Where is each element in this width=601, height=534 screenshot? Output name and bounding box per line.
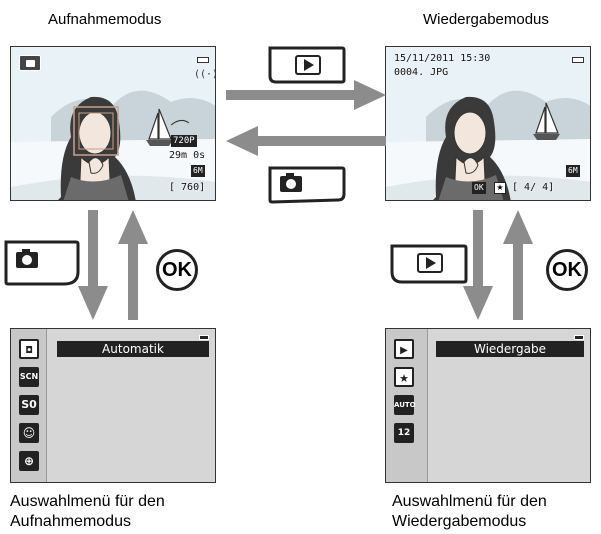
playback-button[interactable] [266, 44, 346, 86]
camera-mode-icon [19, 55, 41, 71]
frame-counter-value: 4/ 4] [524, 182, 555, 193]
shooting-mode-menu: ◘ SCN S0 ☺ ⊕ Automatik [10, 328, 216, 483]
auto-sort-icon[interactable]: AUTO [394, 395, 416, 415]
battery-icon [199, 335, 209, 340]
ok-button[interactable]: OK [546, 249, 588, 291]
movie-resolution: 720 [173, 136, 190, 146]
favorite-pictures-icon[interactable]: ★ [394, 367, 414, 387]
battery-icon [197, 57, 209, 63]
playback-icon[interactable]: ▶ [394, 339, 414, 359]
shooting-button[interactable] [266, 164, 346, 208]
playback-caption-line1: Auswahlmenü für den [392, 493, 547, 510]
playback-caption-line2: Wiedergabemodus [392, 513, 527, 530]
ok-button[interactable]: OK [156, 249, 198, 291]
frame-counter: [ 4/ 4] [512, 182, 555, 193]
shooting-caption-line2: Aufnahmemodus [10, 513, 131, 530]
playback-datetime: 15/11/2011 15:30 [394, 53, 491, 64]
special-effects-icon[interactable]: S0 [19, 395, 39, 415]
shooting-menu-button[interactable] [2, 238, 80, 288]
shooting-menu-caption: Auswahlmenü für den Aufnahmemodus [10, 492, 165, 532]
exposures-remaining: [ 760] [169, 182, 206, 193]
battery-icon [572, 57, 584, 63]
movie-resolution-badge: 720P [171, 135, 197, 147]
subject-tracking-icon[interactable]: ⊕ [19, 451, 39, 471]
image-mode-icon: 6M [566, 165, 580, 177]
playback-mode-title: Wiedergabemodus [423, 11, 549, 28]
playback-screen: 15/11/2011 15:30 0004. JPG 6M OK ★ [ 4/ … [385, 46, 591, 201]
shooting-menu-arrows [78, 210, 148, 320]
favorite-star-icon: ★ [494, 182, 506, 194]
movie-resolution-suffix: P [189, 136, 195, 146]
playback-menu-button[interactable] [388, 242, 468, 286]
shooting-caption-line1: Auswahlmenü für den [10, 493, 165, 510]
auto-mode-icon[interactable]: ◘ [19, 339, 39, 359]
menu-selected-title: Automatik [57, 341, 209, 357]
menu-selected-title: Wiedergabe [436, 341, 584, 357]
scene-mode-icon[interactable]: SCN [19, 367, 39, 387]
battery-icon [574, 335, 584, 340]
playback-filename: 0004. JPG [394, 67, 449, 78]
shooting-screen: ((·)) 720P 29m 0s 6M [ 760] [10, 46, 216, 201]
playback-scene-image [386, 47, 590, 200]
playback-menu-arrows [463, 210, 533, 320]
playback-menu-caption: Auswahlmenü für den Wiedergabemodus [392, 492, 547, 532]
playback-mode-menu: ▶ ★ AUTO 12 Wiedergabe [385, 328, 591, 483]
list-by-date-icon[interactable]: 12 [394, 423, 414, 443]
shooting-scene-image [11, 47, 215, 200]
mode-switch-arrows [226, 80, 386, 156]
movie-time-remaining: 29m 0s [169, 150, 206, 161]
ok-icon: OK [472, 182, 486, 194]
image-mode-icon: 6M [191, 165, 205, 177]
vr-icon: ((·)) [194, 69, 215, 80]
smart-portrait-icon[interactable]: ☺ [19, 423, 39, 443]
shooting-mode-title: Aufnahmemodus [48, 11, 162, 28]
